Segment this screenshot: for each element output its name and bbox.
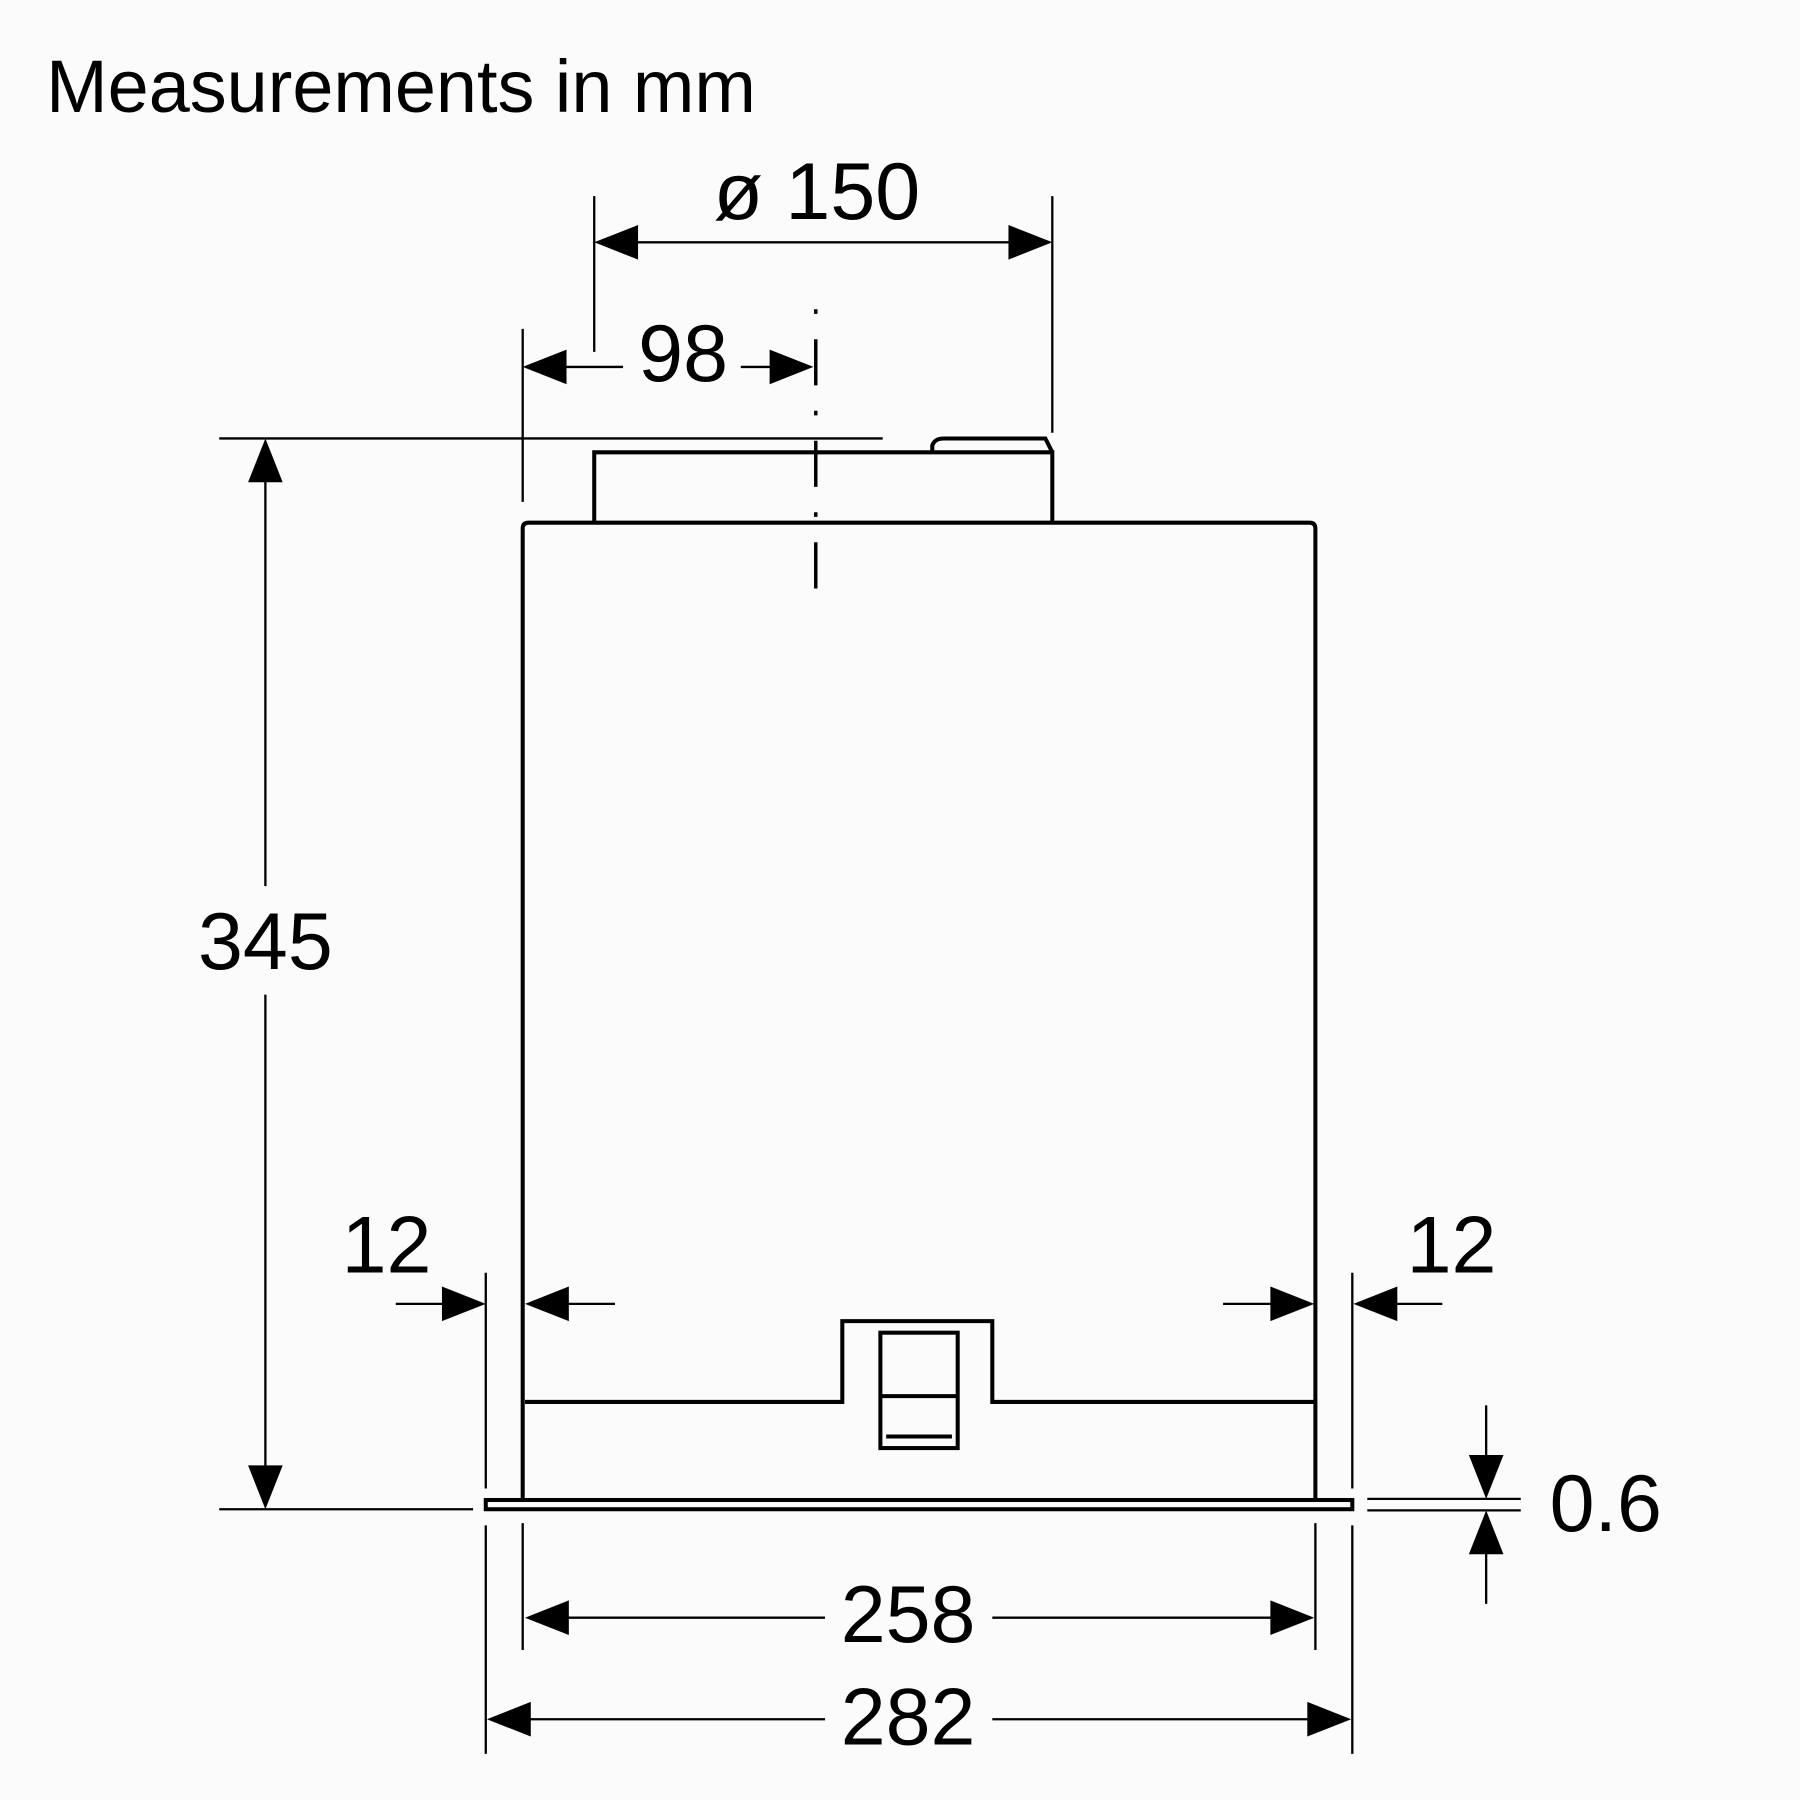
page-title: Measurements in mm: [46, 45, 756, 128]
dim-body-width: 258: [521, 1523, 1317, 1660]
dim-left-flange: 12: [342, 1201, 615, 1489]
dim-label-left-flange: 12: [342, 1201, 432, 1291]
dim-label-body-width: 258: [841, 1570, 976, 1660]
dim-label-height: 345: [198, 897, 333, 987]
dim-overall-width: 282: [484, 1525, 1354, 1763]
dim-label-plate-thickness: 0.6: [1550, 1459, 1662, 1549]
dim-label-overall-width: 282: [841, 1673, 976, 1763]
dim-height: 345: [198, 438, 333, 1510]
dim-plate-thickness: 0.6: [1367, 1405, 1662, 1604]
dim-label-right-flange: 12: [1407, 1201, 1497, 1291]
dim-right-flange: 12: [1223, 1201, 1496, 1489]
dim-label-duct-offset: 98: [638, 309, 728, 399]
dim-duct-diameter: ø 150: [593, 147, 1054, 433]
hood-body: [483, 436, 1355, 1512]
dim-label-duct-diameter: ø 150: [714, 147, 921, 237]
dim-duct-offset: 98: [521, 309, 814, 502]
